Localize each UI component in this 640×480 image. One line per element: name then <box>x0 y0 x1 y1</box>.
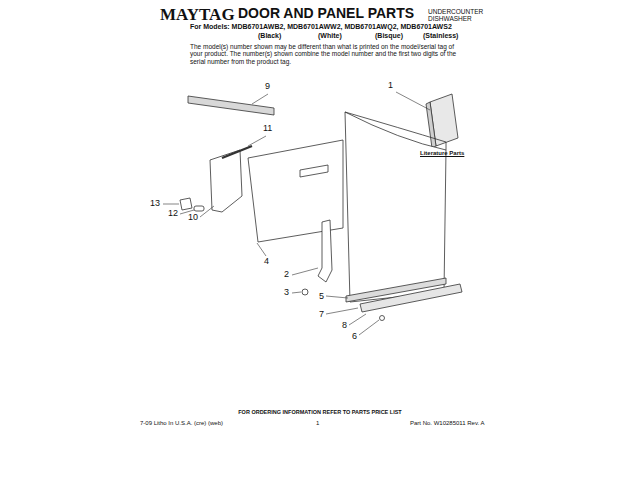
callout-number: 8 <box>342 320 347 330</box>
callout-number: 11 <box>263 123 272 133</box>
kick-plate <box>360 284 462 312</box>
callout-number: 6 <box>352 331 357 341</box>
callout-number: 12 <box>168 208 178 218</box>
pin-part <box>194 206 204 211</box>
model-note: The model(s) number shown may be differe… <box>190 43 468 65</box>
callout-number: 1 <box>388 80 393 90</box>
callout-number: 13 <box>150 198 160 208</box>
callout-number: 4 <box>264 256 269 266</box>
hinge-arm <box>318 220 332 282</box>
panel-slot <box>300 165 328 177</box>
callout-number: 7 <box>319 309 324 319</box>
color-name: (Stainless) <box>423 32 458 40</box>
screw <box>380 316 385 321</box>
model-list: For Models: MDB6701AWB2, MDB6701AWW2, MD… <box>190 23 452 31</box>
clip-part <box>180 198 192 210</box>
callout-number: 9 <box>265 81 270 91</box>
panel-top-edge <box>345 112 446 150</box>
color-name: (Black) <box>258 32 281 40</box>
callout-number: 10 <box>188 212 198 222</box>
print-info: 7-09 Litho In U.S.A. (cre) (web) <box>140 420 223 427</box>
color-name: (White) <box>318 32 342 40</box>
screw <box>302 289 308 295</box>
page-number: 1 <box>316 420 319 427</box>
footer-note: FOR ORDERING INFORMATION REFER TO PARTS … <box>238 409 401 415</box>
callout-number: 3 <box>284 287 289 297</box>
section-label: Literature Parts <box>420 150 464 157</box>
brand-logo: MAYTAG <box>160 5 235 25</box>
outer-door-panel <box>345 112 446 302</box>
color-name: (Bisque) <box>375 32 403 40</box>
leader-lines <box>163 92 430 335</box>
part-number: Part No. W10285011 Rev. A <box>410 420 484 427</box>
top-strip <box>188 96 274 115</box>
callout-number: 2 <box>284 269 289 279</box>
callout-number: 5 <box>319 291 324 301</box>
product-type: UNDERCOUNTER DISHWASHER <box>428 8 490 23</box>
door-bracket <box>210 150 242 212</box>
page-title: DOOR AND PANEL PARTS <box>238 5 414 21</box>
spring-rod <box>222 146 252 158</box>
